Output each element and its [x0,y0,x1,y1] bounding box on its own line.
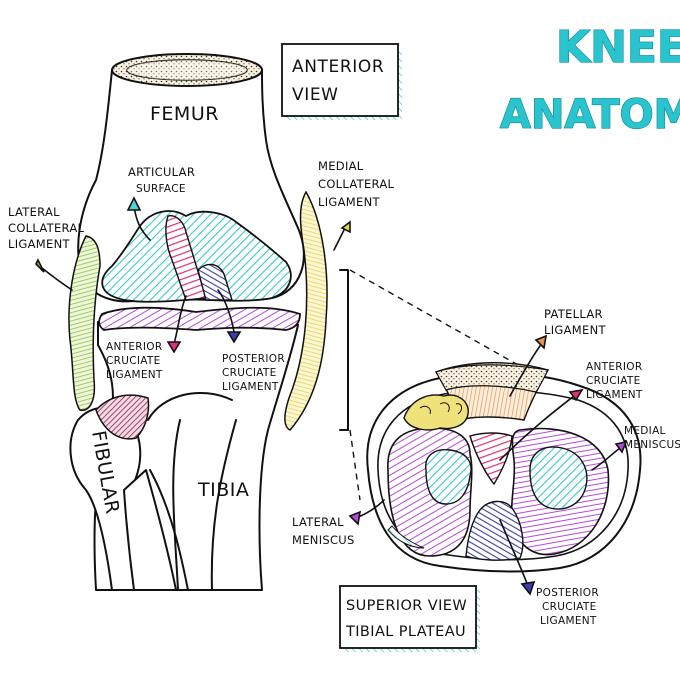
svg-text:CRUCIATE: CRUCIATE [222,367,277,379]
svg-text:CRUCIATE: CRUCIATE [106,355,161,367]
pcl-superior [465,500,524,561]
acl-anterior [165,215,207,301]
fat-pad [403,394,469,431]
svg-text:MENISCUS: MENISCUS [292,533,355,547]
svg-text:COLLATERAL: COLLATERAL [318,177,395,191]
medial-meniscus-label: MEDIAL MENISCUS [624,425,680,451]
sup-posterior-cruciate-ligament-label: POSTERIOR CRUCIATE LIGAMENT [536,587,599,627]
tibia-label: TIBIA [197,479,249,501]
superior-leader-arrows [348,334,628,596]
svg-text:LIGAMENT: LIGAMENT [222,381,279,393]
svg-text:MEDIAL: MEDIAL [318,159,364,173]
title-line2: ANATOMY [500,92,680,138]
femur-label: FEMUR [150,103,219,125]
pcl-anterior [197,263,233,301]
svg-text:PATELLAR: PATELLAR [544,307,603,321]
svg-text:MEDIAL: MEDIAL [624,425,666,437]
anterior-leader-arrows [35,196,351,354]
posterior-cruciate-ligament-label: POSTERIOR CRUCIATE LIGAMENT [222,353,285,393]
svg-text:CRUCIATE: CRUCIATE [586,375,641,387]
medial-collateral-ligament-label: MEDIAL COLLATERAL LIGAMENT [318,159,395,209]
anterior-view-line2: VIEW [292,85,339,105]
superior-view-line2: TIBIAL PLATEAU [345,624,466,640]
svg-text:POSTERIOR: POSTERIOR [222,353,285,365]
svg-text:LIGAMENT: LIGAMENT [318,195,380,209]
anterior-view-box: ANTERIOR VIEW [281,43,402,120]
superior-view-drawing [366,362,642,573]
svg-text:LATERAL: LATERAL [292,515,344,529]
patellar-ligament-label: PATELLAR LIGAMENT [544,307,606,337]
sup-anterior-cruciate-ligament-label: ANTERIOR CRUCIATE LIGAMENT [586,361,643,401]
svg-text:LIGAMENT: LIGAMENT [586,389,643,401]
medial-collateral-ligament [284,190,328,431]
title-line1: KNEE [556,22,680,73]
svg-text:ANTERIOR: ANTERIOR [106,341,162,353]
anterior-knee-drawing [68,53,349,591]
anterior-cruciate-ligament-label: ANTERIOR CRUCIATE LIGAMENT [106,341,163,381]
meniscus-anterior [98,306,301,331]
svg-text:ANTERIOR: ANTERIOR [586,361,642,373]
svg-text:SURFACE: SURFACE [136,183,186,195]
svg-text:MENISCUS: MENISCUS [624,439,680,451]
articular-surface-label: ARTICULAR SURFACE [128,165,195,195]
anterior-view-line1: ANTERIOR [292,57,384,77]
acl-superior [469,432,513,486]
svg-text:LIGAMENT: LIGAMENT [8,237,70,251]
svg-text:LIGAMENT: LIGAMENT [544,323,606,337]
svg-text:COLLATERAL: COLLATERAL [8,221,85,235]
svg-text:LATERAL: LATERAL [8,205,60,219]
svg-text:CRUCIATE: CRUCIATE [542,601,597,613]
superior-view-line1: SUPERIOR VIEW [346,598,467,614]
superior-view-box: SUPERIOR VIEW TIBIAL PLATEAU [339,585,480,652]
fibular-ligament [95,394,150,440]
svg-text:POSTERIOR: POSTERIOR [536,587,599,599]
svg-text:ARTICULAR: ARTICULAR [128,165,195,179]
svg-text:LIGAMENT: LIGAMENT [106,369,163,381]
svg-text:LIGAMENT: LIGAMENT [540,615,597,627]
articular-cartilage [101,210,292,303]
lateral-meniscus-label: LATERAL MENISCUS [292,515,355,547]
lateral-collateral-ligament-label: LATERAL COLLATERAL LIGAMENT [8,205,85,251]
lateral-collateral-ligament [68,235,101,411]
